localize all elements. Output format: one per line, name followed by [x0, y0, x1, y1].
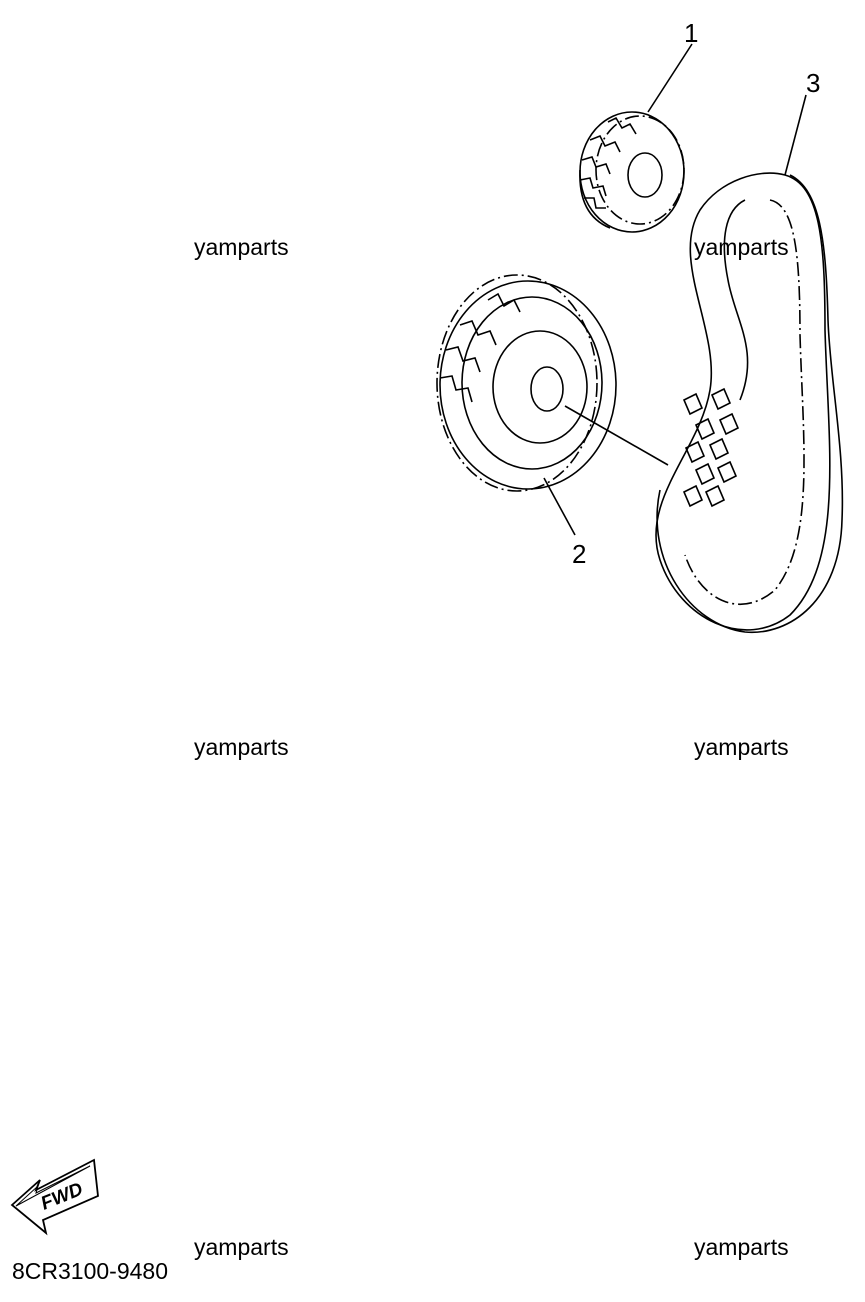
part-2-large-sprocket — [436, 274, 617, 492]
callout-3: 3 — [806, 68, 820, 98]
watermark: yamparts — [194, 734, 289, 760]
leader-line-2 — [543, 477, 576, 536]
watermark: yamparts — [694, 734, 789, 760]
watermark: yamparts — [194, 234, 289, 260]
leader-line-1 — [647, 43, 693, 113]
part-1-small-sprocket — [579, 111, 685, 233]
callout-1: 1 — [684, 18, 698, 48]
diagram-code: 8CR3100-9480 — [12, 1258, 169, 1284]
callout-2: 2 — [572, 539, 586, 569]
watermark: yamparts — [694, 1234, 789, 1260]
leader-line-3 — [784, 94, 807, 176]
leader-line-2-chain — [564, 405, 669, 466]
watermark: yamparts — [694, 234, 789, 260]
part-3-chain — [655, 172, 844, 634]
watermark: yamparts — [194, 1234, 289, 1260]
fwd-arrow: FWD — [10, 1158, 99, 1236]
